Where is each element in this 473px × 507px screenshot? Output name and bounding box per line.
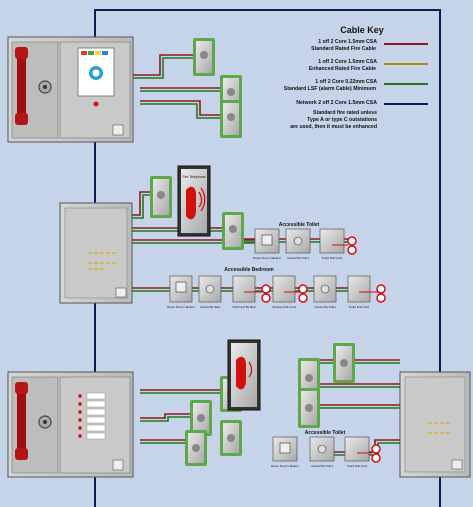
room-door-indicator-icon <box>169 275 193 303</box>
intercom-unit <box>222 212 244 250</box>
cable-key-note: Standard fire rated unless <box>313 110 377 116</box>
cable-key-title: Cable Key <box>340 25 384 35</box>
cancel-switch-icon <box>313 275 337 303</box>
svg-text:Cancel By Toilet: Cancel By Toilet <box>314 305 336 309</box>
svg-text:Network 2 off 2 Core 1.5mm CSA: Network 2 off 2 Core 1.5mm CSA <box>296 100 377 106</box>
accessible-bedroom-group: Accessible Bedroom <box>167 267 386 309</box>
intercom-unit <box>190 400 212 436</box>
fire-telephone-unit: Fire Telephone <box>177 165 211 237</box>
room-door-indicator-icon <box>254 228 280 254</box>
cable-key-entry: Network 2 off 2 Core 1.5mm CSA <box>296 100 428 106</box>
svg-text:Standard LSF (alarm Cable) Min: Standard LSF (alarm Cable) Minimum <box>284 86 377 92</box>
master-handset-panel-bottom <box>7 371 134 478</box>
cancel-switch-icon <box>309 436 335 462</box>
svg-text:Toilet Pull Cord: Toilet Pull Cord <box>322 256 343 260</box>
svg-text:Room Door Indicator: Room Door Indicator <box>253 256 281 260</box>
svg-text:Room Door Indicator: Room Door Indicator <box>167 305 195 309</box>
intercom-unit <box>220 420 242 456</box>
master-panel-bottom-right <box>399 371 471 478</box>
svg-text:Standard Rated Fire Cable: Standard Rated Fire Cable <box>311 46 376 52</box>
zone-indicator-panel <box>78 392 106 440</box>
fire-telephone-unit <box>227 339 261 411</box>
cable-key-note: Type A or type C outstations <box>307 117 377 123</box>
room-door-indicator-icon <box>272 436 298 462</box>
intercom-unit <box>220 100 242 138</box>
intercom-unit <box>193 38 215 76</box>
svg-text:Cancel By Bed: Cancel By Bed <box>200 305 220 309</box>
cancel-switch-icon <box>285 228 311 254</box>
accessible-toilet-group-1: Accessible Toilet Room Door Indicator Ca… <box>253 222 357 260</box>
accessible-toilet-title: Accessible Toilet <box>305 430 346 436</box>
accessible-toilet-group-2: Accessible Toilet Room Door Indicator Ca… <box>271 430 381 468</box>
intercom-unit <box>150 176 172 218</box>
cable-key-entry: 1 off 2 Core 1.5mm CSA Enhanced Rated Fi… <box>309 59 428 72</box>
handset-icon <box>15 382 52 460</box>
accessible-bedroom-title: Accessible Bedroom <box>224 267 274 273</box>
pull-cord-icon <box>347 275 386 303</box>
svg-text:Toilet Pull Cord: Toilet Pull Cord <box>347 464 368 468</box>
handset-icon <box>15 47 52 125</box>
intercom-unit <box>333 343 355 383</box>
svg-text:1 off 2 Core 1.5mm CSA: 1 off 2 Core 1.5mm CSA <box>318 59 377 65</box>
cable-key-entry: 1 off 2 Core 0.22mm CSA Standard LSF (al… <box>284 79 428 92</box>
svg-text:Shower Pull Cord: Shower Pull Cord <box>272 305 296 309</box>
svg-text:Cancel By Toilet: Cancel By Toilet <box>311 464 333 468</box>
cable-key-note: are used, then it must be enhanced <box>290 124 377 130</box>
master-handset-panel-top <box>7 36 134 143</box>
intercom-unit <box>185 430 207 466</box>
pull-cord-icon <box>319 228 357 255</box>
svg-text:Pull Cord By Bed: Pull Cord By Bed <box>233 305 256 309</box>
accessible-toilet-title: Accessible Toilet <box>279 222 320 228</box>
pull-cord-icon <box>344 436 381 463</box>
touch-screen-icon <box>77 47 115 107</box>
cable-key-entry: 1 off 2 Core 1.5mm CSA Standard Rated Fi… <box>311 39 428 52</box>
pull-cord-icon <box>272 275 308 303</box>
cable-key: Cable Key 1 off 2 Core 1.5mm CSA Standar… <box>284 25 428 130</box>
svg-text:Room Door Indicator: Room Door Indicator <box>271 464 299 468</box>
intercom-unit <box>298 388 320 428</box>
master-panel-middle <box>59 202 133 304</box>
svg-text:1 off 2 Core 0.22mm CSA: 1 off 2 Core 0.22mm CSA <box>315 79 377 85</box>
svg-text:1 off 2 Core 1.5mm CSA: 1 off 2 Core 1.5mm CSA <box>318 39 377 45</box>
svg-text:Fire Telephone: Fire Telephone <box>182 175 205 179</box>
cancel-switch-icon <box>198 275 222 303</box>
pull-cord-icon <box>232 275 271 303</box>
svg-text:Cancel By Toilet: Cancel By Toilet <box>287 256 309 260</box>
svg-text:Toilet Pull Cord: Toilet Pull Cord <box>349 305 370 309</box>
svg-text:Enhanced Rated Fire Cable: Enhanced Rated Fire Cable <box>309 66 376 72</box>
